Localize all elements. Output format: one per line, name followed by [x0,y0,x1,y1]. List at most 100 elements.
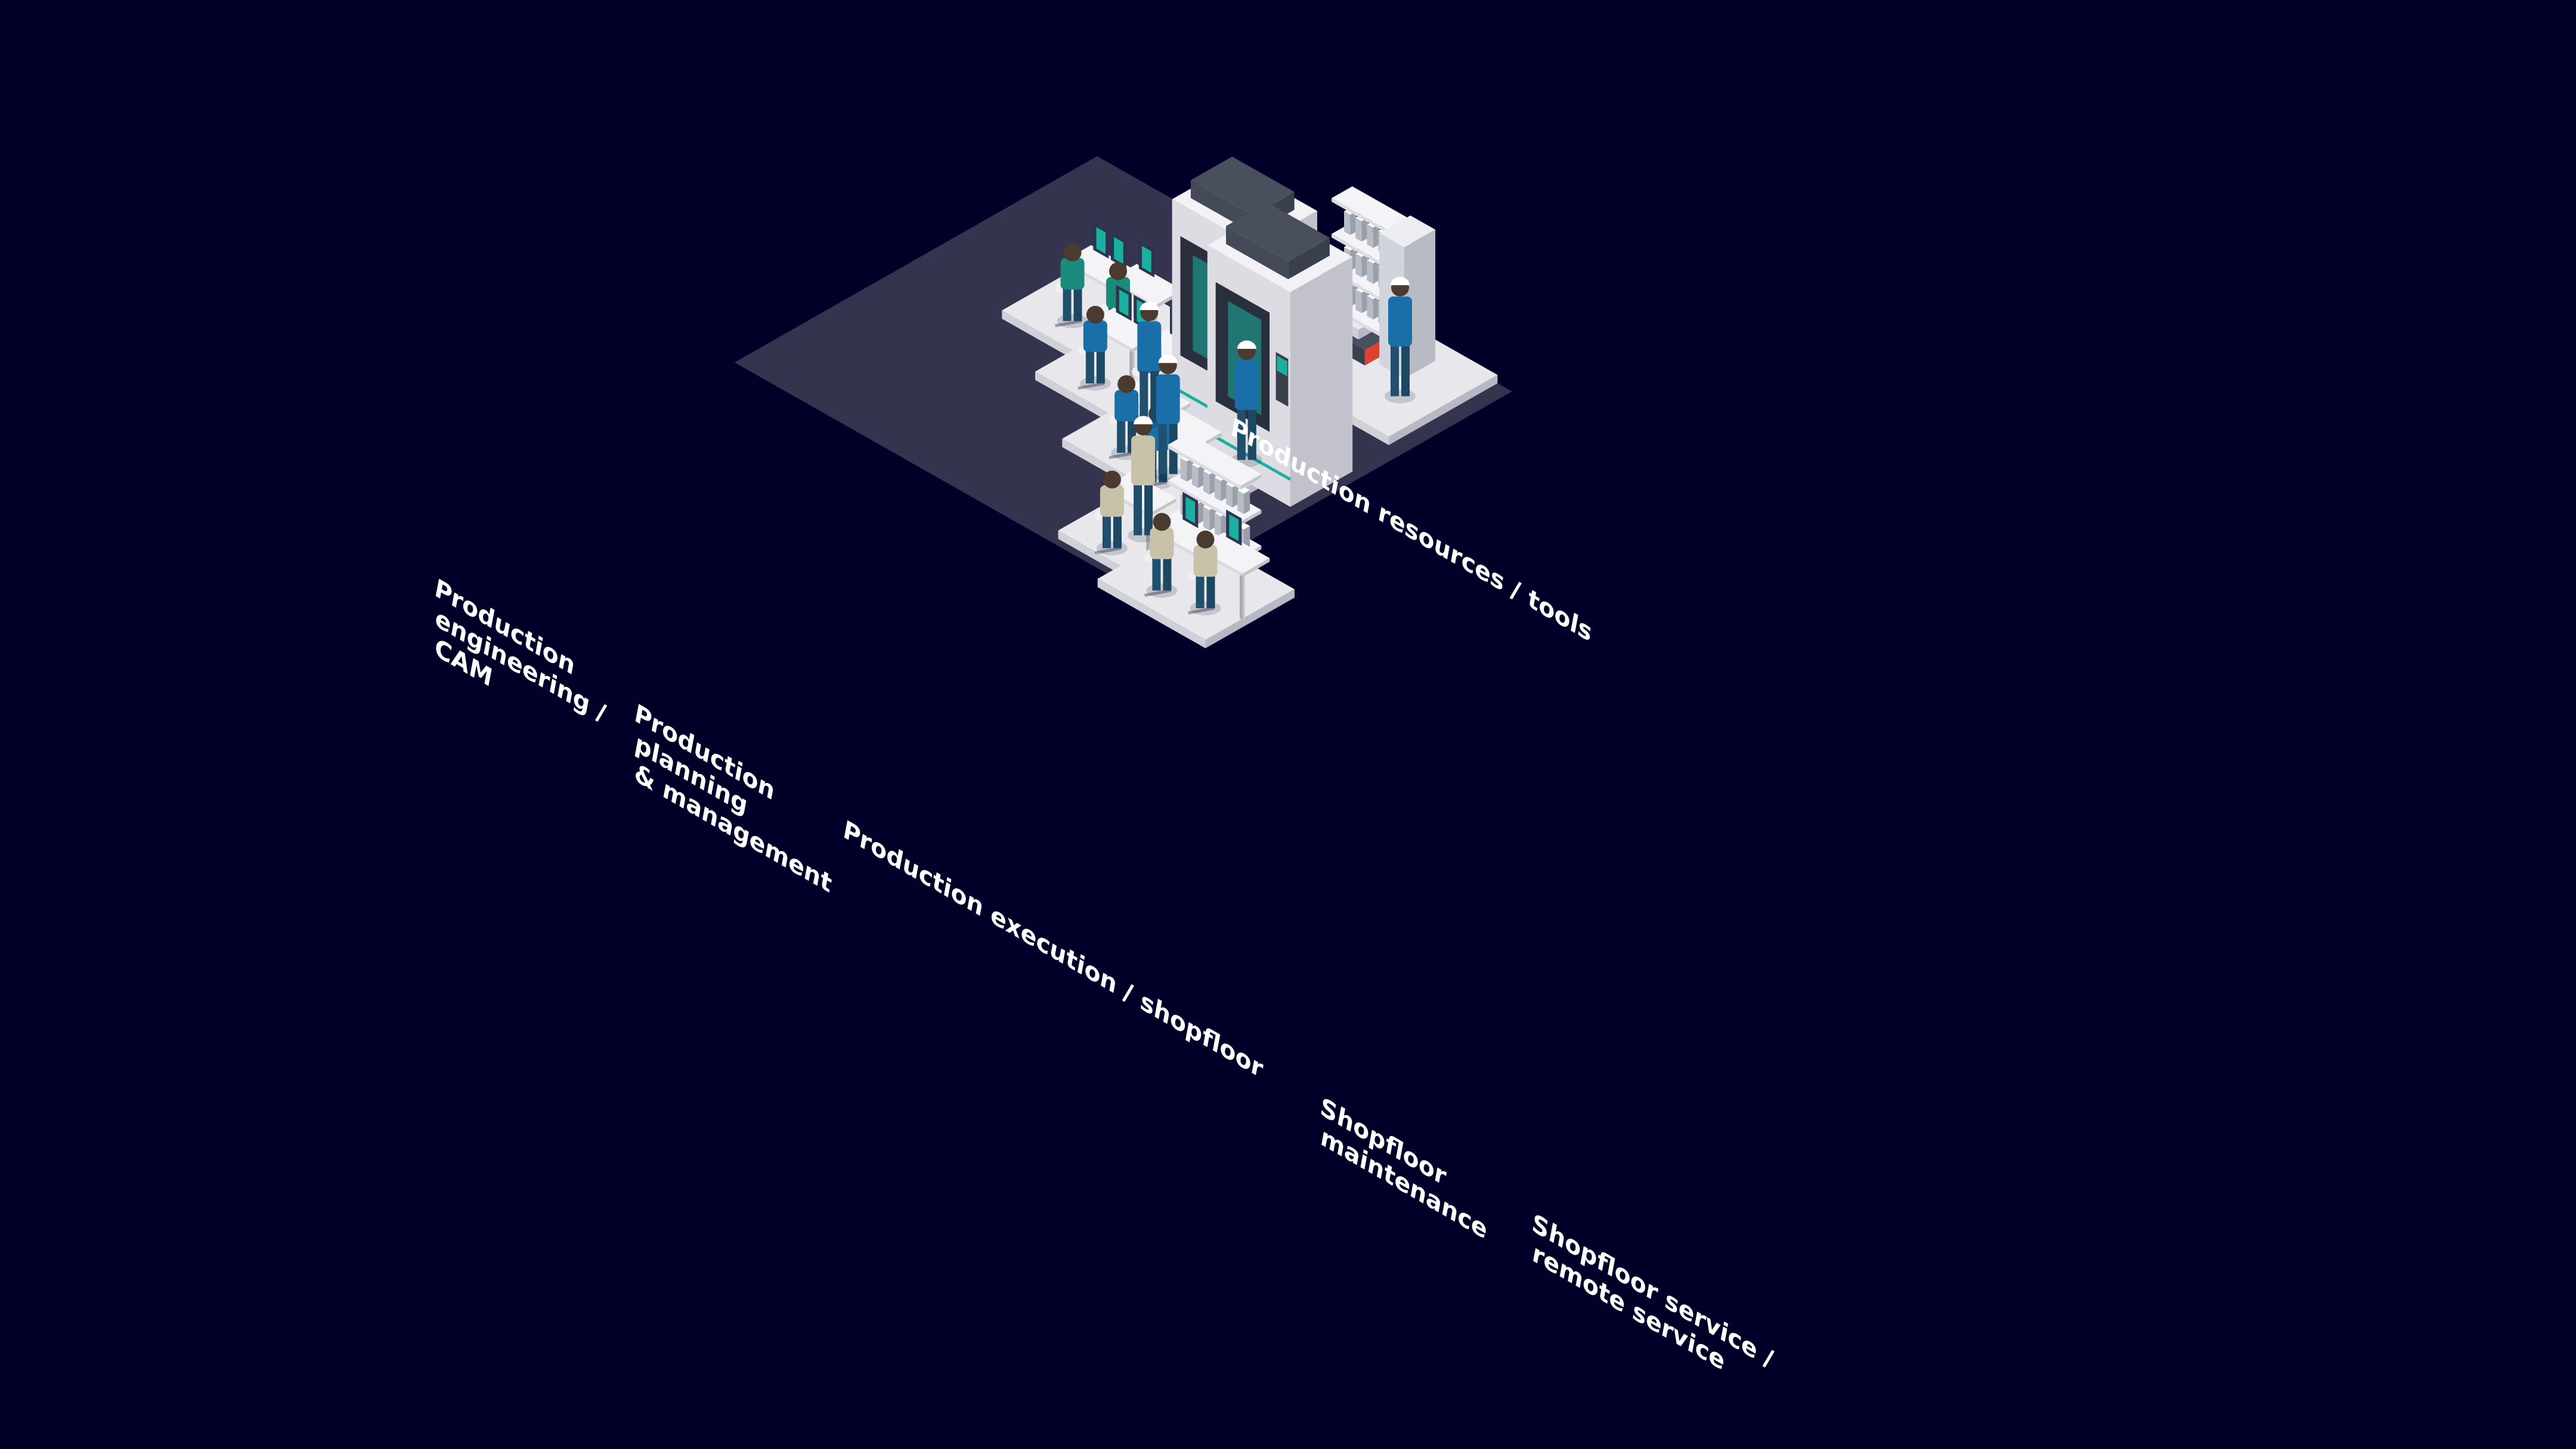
execution-bench-1-chair-base [1109,451,1136,459]
maintenance-station-1-operator-torso [1100,485,1124,517]
maintenance-rack-part-1-0-face-u [1187,457,1193,482]
execution-bench-1-operator-leg-left [1117,418,1126,453]
zone-resources-floor-face-u [1389,374,1498,445]
tool-cabinet-part-2-0-face-u [1350,211,1357,236]
execution-worker-3 [1231,340,1262,467]
maintenance-worker-torso [1131,435,1156,486]
maintenance-rack-part-1-1-face-v [1191,464,1199,488]
resources-worker-helmet [1391,277,1410,286]
execution-worker-2-leg-left [1158,419,1167,474]
maintenance-rack-shelf-2-face-u [1240,474,1262,490]
service-station-1-operator-head [1153,513,1171,531]
service-station-2-operator-torso [1193,545,1218,577]
maintenance-rack-part-1-5-face-v [1237,490,1244,514]
engineering-station-2-desk-top [1110,264,1182,305]
service-station-2-desk-face-u [1243,558,1270,577]
execution-worker-2-torso [1156,374,1180,425]
maintenance-rack-shelf-2-face-v [1168,444,1241,490]
zone-service-floor-face-v [1097,578,1206,649]
maintenance-rack-part-1-2-face-v [1203,470,1210,495]
tool-cabinet-part-1-1-face-v [1355,253,1362,278]
execution-worker-1-torso [1137,321,1162,371]
tool-cabinet-part-0-1-face-v [1355,289,1362,314]
execution-worker-1-leg-left [1140,366,1148,422]
maintenance-rack-part-1-3-face-v [1215,477,1221,501]
maintenance-station-1-operator [1096,470,1128,556]
tool-cabinet-part-1-2-face-v [1367,260,1373,284]
service-station-2-operator-leg-right [1206,574,1215,609]
maintenance-station-1-operator-leg-right [1113,513,1122,549]
engineering-station-1-operator-leg-right [1073,286,1082,321]
zone-service-floor-face-u [1205,589,1295,649]
maintenance-rack-part-0-3-face-u [1221,513,1227,537]
engineering-station-2-screen-0-display [1142,246,1151,273]
maintenance-station-1-desk-face-u [1149,498,1176,518]
planning-station-1-leg2-top [1129,349,1135,352]
service-station-2-leg2-face-v [1239,575,1243,620]
cnc-machine-1-roof-top [1190,156,1295,216]
maintenance-worker-leg-right [1144,481,1153,535]
service-station-2-operator-leg-left [1196,574,1205,609]
service-station-1-operator-torso [1150,527,1174,559]
maintenance-rack-part-1-4-face-u [1232,484,1239,508]
maintenance-worker-helmet [1134,416,1153,425]
service-station-2-screen-0-display [1229,514,1239,541]
planning-station-1-operator-leg-left [1085,349,1094,384]
engineering-station-1-operator-shadow [1057,314,1088,329]
service-station-2 [1188,509,1270,620]
maintenance-rack-part-1-3-face-u [1221,477,1227,501]
maintenance-rack-part-1-4-face-v [1226,484,1233,508]
service-station-1-operator-leg-left [1152,556,1161,591]
maintenance-rack-part-0-2-face-v [1203,506,1210,531]
execution-worker-3-leg-left [1237,405,1246,460]
execution-bench-1-operator [1111,375,1143,460]
maintenance-rack-part-1-1-face-u [1198,464,1205,488]
maintenance-rack-shelf-2-top [1168,433,1262,486]
maintenance-rack-part-0-3-face-v [1215,513,1221,537]
engineering-station-1-operator-head [1063,243,1082,262]
service-station-2-operator [1190,530,1221,616]
resources-worker [1385,277,1416,404]
service-station-2-operator-head [1196,530,1215,549]
resources-worker-leg-right [1401,342,1410,397]
service-station-1-screen-0-display [1185,496,1196,524]
engineering-station-1-screen-0-display [1096,227,1106,254]
engineering-station-1-operator-torso [1060,258,1085,290]
tool-cabinet-part-2-1-face-u [1361,218,1368,242]
engineering-station-1-chair-base [1055,319,1082,327]
execution-worker-2-helmet [1158,354,1178,363]
maintenance-rack-shelf-1-face-v [1168,480,1241,525]
maintenance-rack-part-1-2-face-u [1209,470,1216,495]
execution-worker-3-torso [1234,360,1259,410]
planning-station-1-operator-torso [1083,320,1107,352]
measuring-machine-top [1379,215,1436,247]
zone-service-floor [1097,491,1295,649]
planning-station-1-screen-0-display [1119,289,1129,317]
planning-station-1-operator-leg-right [1096,349,1105,384]
tool-cabinet-part-1-1-face-u [1361,253,1368,278]
maintenance-worker [1128,416,1159,543]
maintenance-worker-leg-left [1134,481,1143,535]
tool-cabinet-part-0-1-face-u [1361,289,1368,314]
maintenance-rack-part-0-2-face-u [1209,506,1216,531]
service-station-2-leg2-face-u [1243,575,1245,620]
cnc-machine-2-control-screen [1277,355,1287,376]
service-station-1-operator [1146,513,1178,598]
tool-cabinet-part-0-2-face-u [1373,296,1380,320]
planning-station-1-operator-head [1086,305,1104,324]
cnc-machine-2-roof-face-u [1288,237,1330,280]
service-station-2-chair-base [1188,606,1215,615]
tool-cabinet-part-2-2-face-v [1367,224,1373,248]
engineering-station-1-screen-1-display [1114,237,1123,264]
engineering-station-1-operator [1057,243,1088,329]
tool-cabinet-part-2-2-face-u [1373,224,1380,248]
execution-bench-1-operator-head [1117,375,1136,394]
service-station-2-desk-top [1197,532,1270,574]
maintenance-rack-part-0-5-face-u [1243,526,1250,550]
maintenance-rack-part-1-0-face-v [1180,457,1187,482]
tool-cabinet-part-2-1-face-v [1355,218,1362,242]
planning-station-1-operator [1079,305,1111,391]
cnc-machine-2-roof-face-v [1226,226,1289,280]
tool-cabinet-part-1-2-face-u [1373,260,1380,284]
